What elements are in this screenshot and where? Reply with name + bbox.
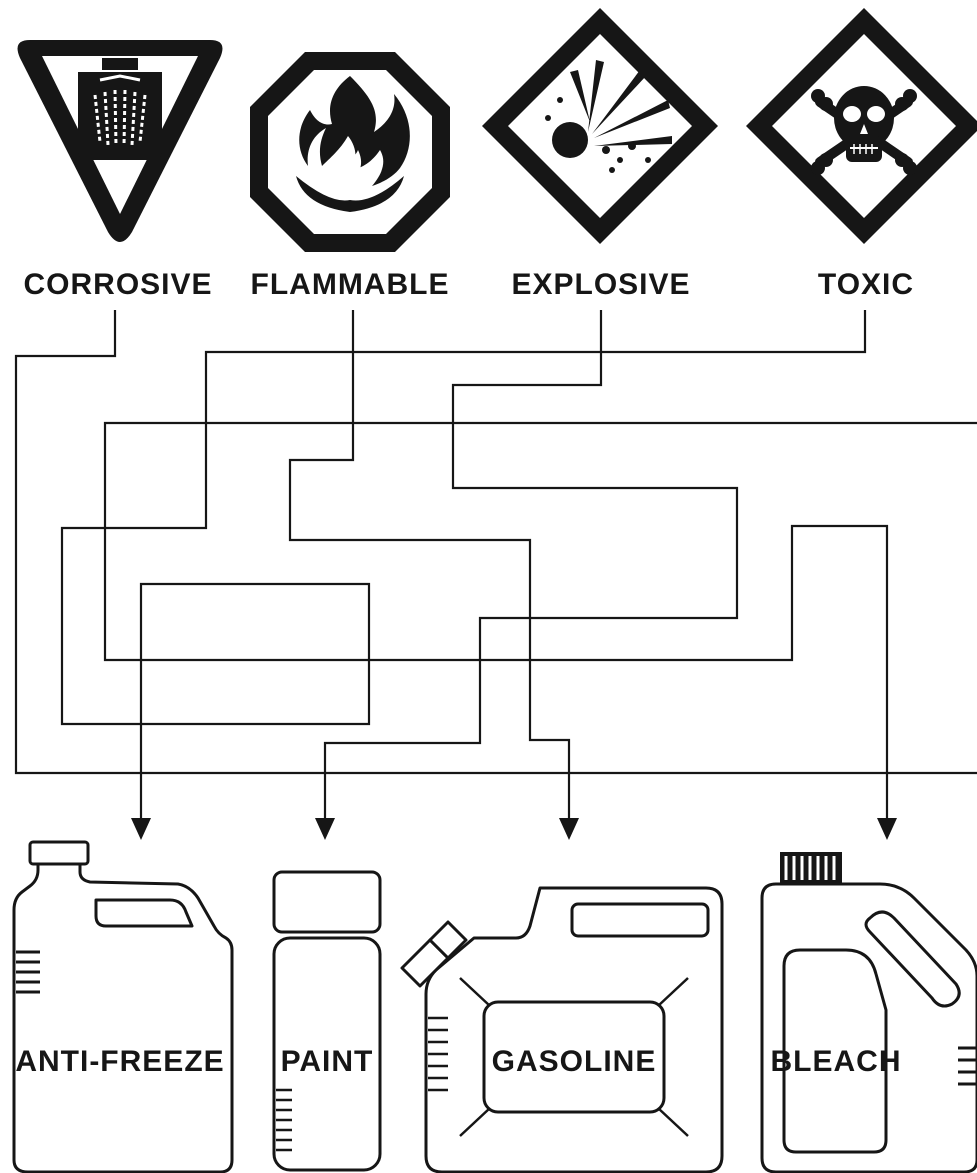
product-label-paint: PAINT — [281, 1045, 374, 1078]
product-label-gasoline: GASOLINE — [492, 1045, 657, 1078]
wire-corrosive — [14, 310, 977, 775]
hazard-label-explosive: EXPLOSIVE — [511, 268, 690, 301]
product-label-bleach: BLEACH — [771, 1045, 902, 1078]
paint-bottle-icon — [272, 870, 382, 1172]
wire-explosive — [323, 310, 739, 818]
wire-right-loop — [103, 421, 977, 818]
wire-flammable — [288, 310, 571, 818]
jerry-can-icon — [400, 886, 724, 1173]
arrow-gasoline — [559, 818, 579, 840]
flammable-icon — [250, 52, 450, 252]
arrow-antifreeze — [131, 818, 151, 840]
bleach-bottle-icon — [760, 852, 977, 1173]
hazard-label-flammable: FLAMMABLE — [251, 268, 450, 301]
maze-lines — [14, 310, 977, 840]
product-label-antifreeze: ANTI-FREEZE — [15, 1045, 224, 1078]
explosive-icon — [482, 8, 718, 244]
arrow-paint — [315, 818, 335, 840]
wire-toxic — [60, 310, 867, 818]
corrosive-icon — [17, 40, 223, 242]
jug-icon — [12, 840, 234, 1173]
arrow-bleach — [877, 818, 897, 840]
toxic-icon — [746, 8, 977, 244]
hazard-label-corrosive: CORROSIVE — [23, 268, 212, 301]
hazard-label-toxic: TOXIC — [818, 268, 914, 301]
